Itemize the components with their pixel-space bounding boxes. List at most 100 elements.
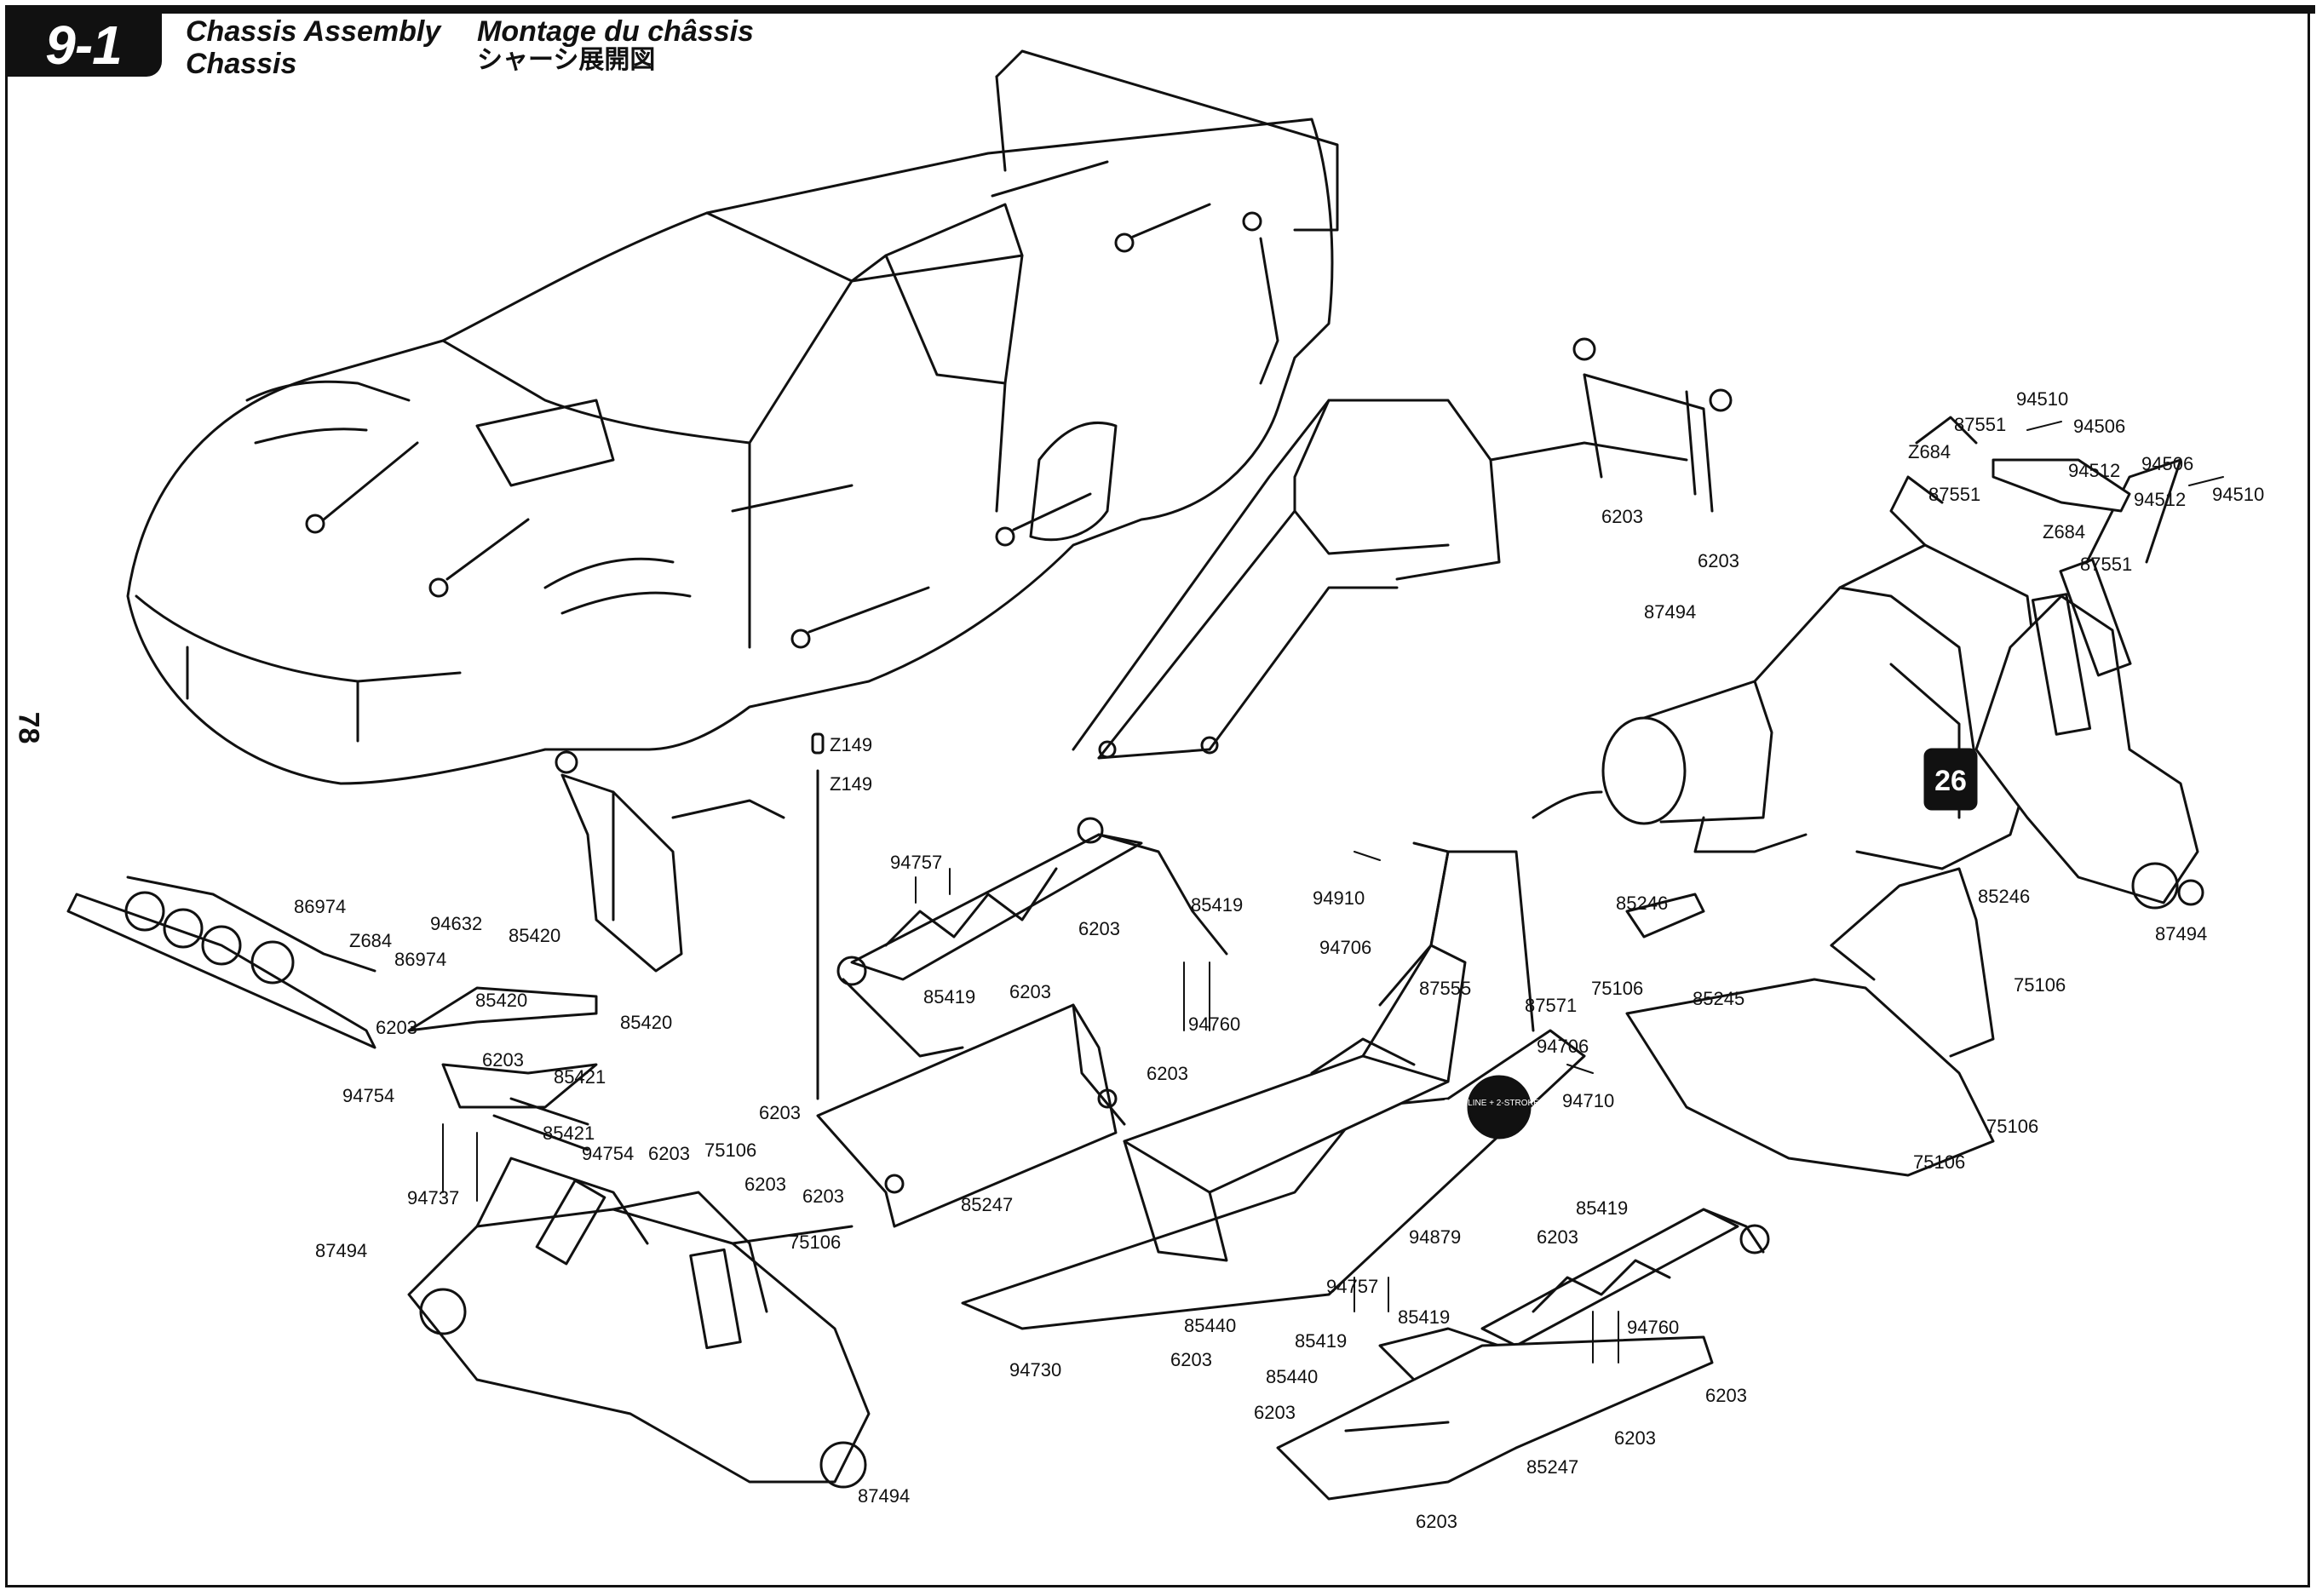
part-label: 85421 [543,1122,595,1144]
antenna-tube [811,732,825,1100]
part-label: Z684 [349,930,392,951]
section-badge: 9-1 [5,10,169,82]
part-label: 85421 [554,1066,606,1088]
part-label: 6203 [648,1143,690,1164]
part-label: 94760 [1188,1013,1240,1035]
part-label: 85245 [1693,988,1744,1009]
part-label: 94757 [1326,1276,1378,1297]
fuel-tank-label: GASOLINE + 2-STROKE OIL [1443,1099,1555,1108]
roll-cage [1072,337,1733,760]
rear-suspension [1915,416,2204,910]
part-label: 94512 [2134,489,2186,510]
part-label: 85419 [1576,1197,1628,1219]
side-guard-left [816,1003,1126,1228]
part-label: 94510 [2016,388,2068,410]
part-label: 94757 [890,852,942,873]
section-number: 9-1 [45,14,123,76]
part-label: 94510 [2212,484,2264,505]
part-label: 94754 [342,1085,394,1106]
part-label: 75106 [704,1140,756,1161]
part-label: 6203 [1170,1349,1212,1370]
part-label: 6203 [1614,1427,1656,1449]
part-label: 94506 [2141,453,2193,474]
part-label: 87555 [1419,978,1471,999]
part-label: 94737 [407,1187,459,1208]
part-label: 87551 [2080,554,2132,575]
part-label: 85420 [509,925,560,946]
part-label: 6203 [802,1186,844,1207]
part-label: 94710 [1562,1090,1614,1111]
part-label: 94754 [582,1143,634,1164]
part-label: 87551 [1954,414,2006,435]
part-label: 85440 [1266,1366,1318,1387]
part-label: 87571 [1525,995,1577,1016]
rear-undertray [1625,867,1995,1177]
part-label: 94706 [1319,937,1371,958]
part-label: Z149 [830,734,872,755]
part-label: 75106 [2014,974,2066,996]
front-upper-brace [836,817,1228,1058]
part-label: 87494 [315,1240,367,1261]
part-label: 94910 [1313,887,1365,909]
part-label: 75106 [1986,1116,2038,1137]
front-suspension [407,1157,871,1489]
part-label: 85420 [475,990,527,1011]
part-label: Z149 [830,773,872,795]
engine: 26 [1532,475,2046,870]
title-french: Montage du châssis [477,15,754,48]
part-label: 94879 [1409,1226,1461,1248]
part-label: 86974 [394,949,446,970]
part-label: 94730 [1009,1359,1061,1381]
part-label: 85419 [1191,894,1243,916]
part-label: 85246 [1978,886,2030,907]
part-label: 86974 [294,896,346,917]
part-label: 6203 [482,1049,524,1071]
part-label: 85420 [620,1012,672,1033]
part-label: 85419 [923,986,975,1008]
part-label: 75106 [1913,1151,1965,1173]
body-shell [126,49,1339,785]
title-japanese: シャーシ展開図 [477,45,656,75]
hardware [442,421,2224,1363]
title-english: Chassis Assembly [186,15,441,48]
part-label: 6203 [1009,981,1051,1002]
front-bumper [66,876,376,1049]
part-label: 6203 [1698,550,1739,571]
front-body-mount [407,986,598,1151]
part-label: 75106 [789,1231,841,1253]
part-label: 6203 [1078,918,1120,939]
part-label: 6203 [744,1174,786,1195]
part-labels: Z149 Z149 86974 94632 Z684 86974 85420 8… [294,388,2264,1532]
engine-badge: 26 [1934,765,1967,797]
part-label: 6203 [1416,1511,1457,1532]
part-label: 6203 [1254,1402,1296,1423]
part-label: Z684 [2043,521,2085,543]
part-label: 85419 [1398,1306,1450,1328]
part-label: 87494 [858,1485,910,1507]
part-label: 85247 [1526,1456,1578,1478]
part-label: 6203 [1705,1385,1747,1406]
title-german: Chassis [186,48,297,80]
part-label: 6203 [1147,1063,1188,1084]
part-label: 6203 [1601,506,1643,527]
chassis-plate: GASOLINE + 2-STROKE OIL [961,841,1586,1330]
part-label: 75106 [1591,978,1643,999]
part-label: 85247 [961,1194,1013,1215]
part-label: 87551 [1928,484,1980,505]
part-label: 6203 [376,1017,417,1038]
header-rule [5,5,2315,14]
part-label: 6203 [1537,1226,1578,1248]
part-label: 94506 [2073,416,2125,437]
part-label: 87494 [1644,601,1696,623]
side-guard-right [1276,1335,1714,1501]
part-label: 6203 [759,1102,801,1123]
part-label: Z684 [1908,441,1951,462]
part-label: 85440 [1184,1315,1236,1336]
part-label: 87494 [2155,923,2207,944]
front-body-post [555,750,785,973]
part-label: 85246 [1616,893,1668,914]
part-label: 94760 [1627,1317,1679,1338]
part-label: 85419 [1295,1330,1347,1352]
part-label: 94512 [2068,460,2120,481]
